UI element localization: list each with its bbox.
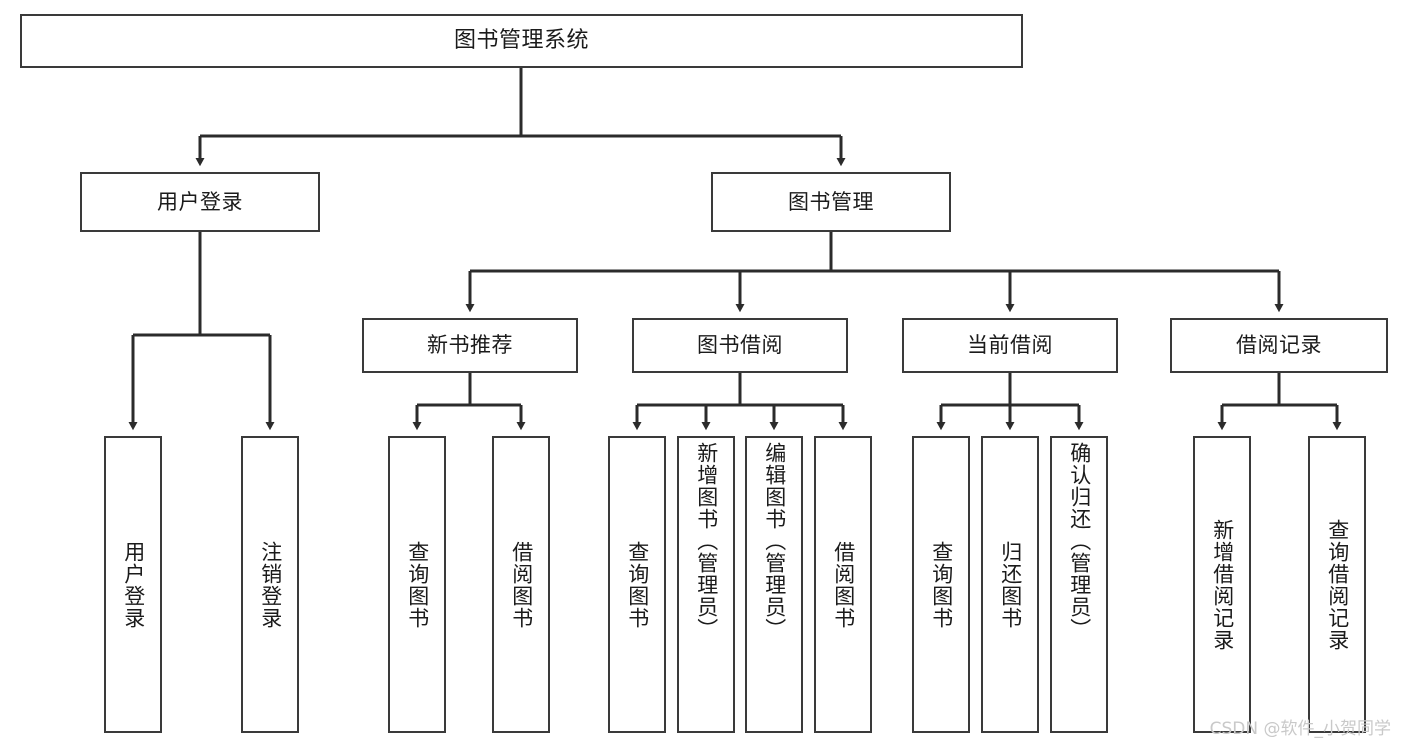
leaf-current-borrow-confirm-return-admin[interactable]: 确认归还（管理员）: [1050, 436, 1108, 733]
node-label: 查询图书: [929, 540, 954, 629]
leaf-borrow-record-add-record[interactable]: 新增借阅记录: [1193, 436, 1251, 733]
node-label: 新增借阅记录: [1210, 518, 1235, 651]
node-label: 借阅图书: [509, 540, 534, 629]
node-label: 图书借阅: [697, 333, 783, 358]
leaf-book-borrow-add-book-admin[interactable]: 新增图书（管理员）: [677, 436, 735, 733]
leaf-book-borrow-edit-book-admin[interactable]: 编辑图书（管理员）: [745, 436, 803, 733]
node-book-management[interactable]: 图书管理: [711, 172, 951, 232]
watermark: CSDN @软件_小贺同学: [1209, 719, 1391, 739]
leaf-borrow-record-query-record[interactable]: 查询借阅记录: [1308, 436, 1366, 733]
node-book-borrow[interactable]: 图书借阅: [632, 318, 848, 373]
node-label: 图书管理系统: [453, 28, 589, 54]
node-label: 用户登录: [157, 189, 243, 214]
node-label: 查询图书: [625, 540, 650, 629]
node-label: 确认归还（管理员）: [1067, 442, 1092, 640]
leaf-new-book-query-book[interactable]: 查询图书: [388, 436, 446, 733]
node-label: 查询图书: [405, 540, 430, 629]
leaf-book-borrow-query-book[interactable]: 查询图书: [608, 436, 666, 733]
leaf-current-borrow-return-book[interactable]: 归还图书: [981, 436, 1039, 733]
node-user-login[interactable]: 用户登录: [80, 172, 320, 232]
node-label: 编辑图书（管理员）: [762, 442, 787, 640]
leaf-current-borrow-query-book[interactable]: 查询图书: [912, 436, 970, 733]
node-label: 新书推荐: [427, 333, 513, 358]
node-label: 用户登录: [121, 540, 146, 629]
node-new-book-recommend[interactable]: 新书推荐: [362, 318, 578, 373]
node-current-borrow[interactable]: 当前借阅: [902, 318, 1118, 373]
leaf-new-book-borrow-book[interactable]: 借阅图书: [492, 436, 550, 733]
node-label: 注销登录: [258, 540, 283, 629]
node-label: 借阅图书: [831, 540, 856, 629]
node-borrow-record[interactable]: 借阅记录: [1170, 318, 1388, 373]
node-label: 借阅记录: [1236, 333, 1322, 358]
node-label: 图书管理: [788, 189, 874, 214]
node-label: 查询借阅记录: [1325, 518, 1350, 651]
leaf-user-login-logout[interactable]: 注销登录: [241, 436, 299, 733]
leaf-book-borrow-borrow-book[interactable]: 借阅图书: [814, 436, 872, 733]
node-label: 新增图书（管理员）: [694, 442, 719, 640]
node-root-book-management-system[interactable]: 图书管理系统: [20, 14, 1023, 68]
node-label: 归还图书: [998, 540, 1023, 629]
node-label: 当前借阅: [967, 333, 1053, 358]
leaf-user-login-login[interactable]: 用户登录: [104, 436, 162, 733]
